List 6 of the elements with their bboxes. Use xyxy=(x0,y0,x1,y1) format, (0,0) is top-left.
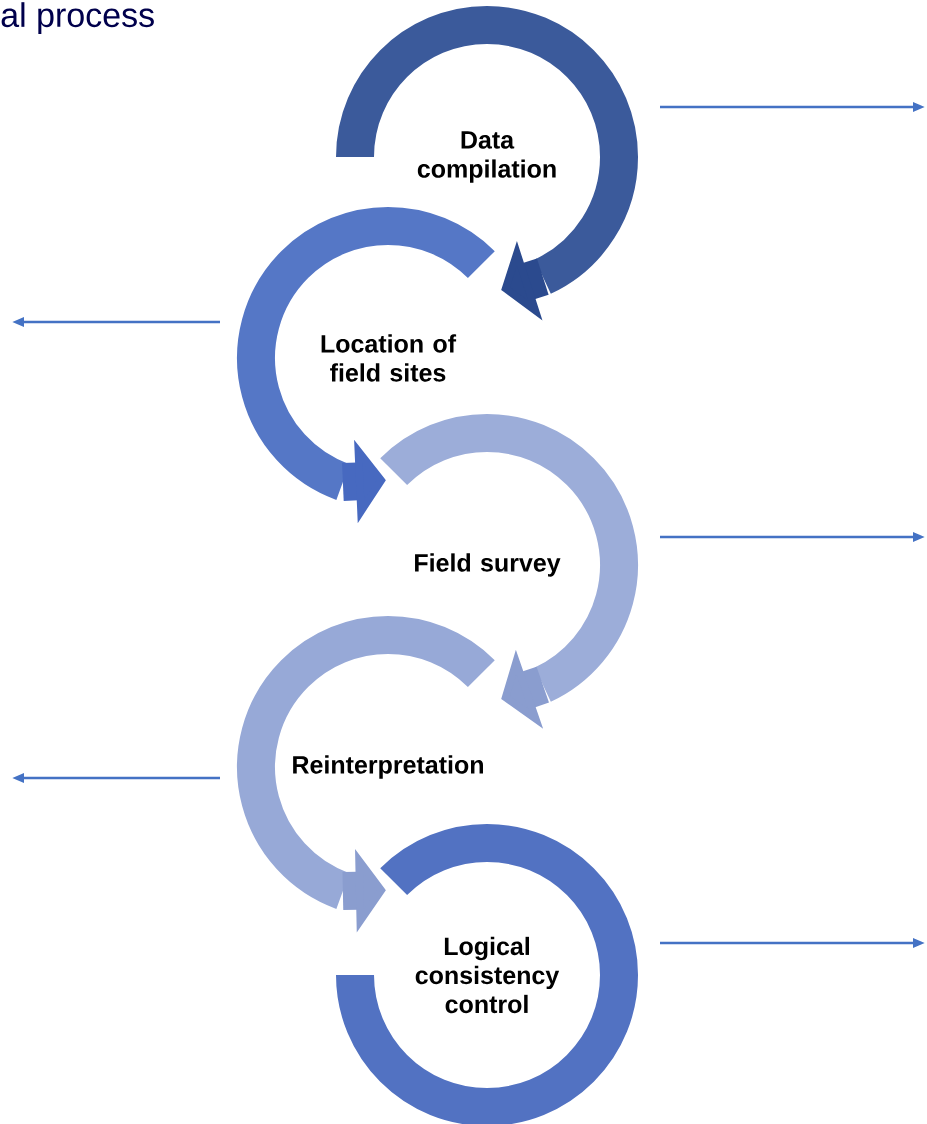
title: al process xyxy=(1,2,154,34)
ring: Logical consistency control xyxy=(336,824,638,1124)
ring: Location of field sites xyxy=(237,207,494,500)
ring: Data compilation xyxy=(336,6,638,294)
ring: Field survey xyxy=(381,414,638,702)
ring: Reinterpretation xyxy=(237,616,494,909)
